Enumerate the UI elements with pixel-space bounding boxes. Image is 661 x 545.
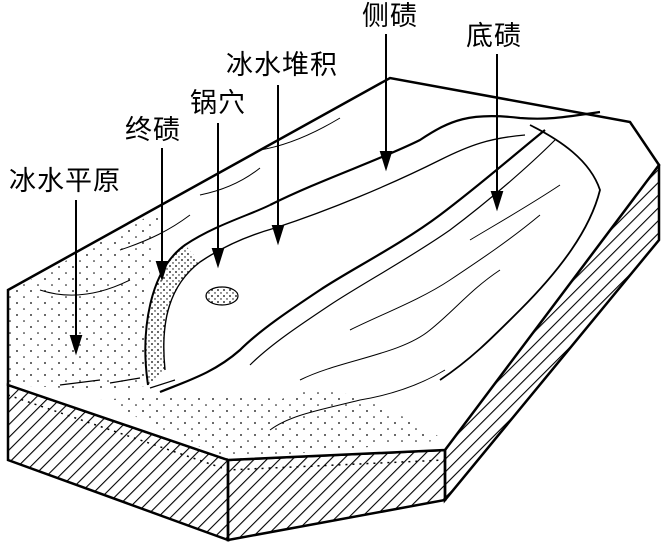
label-outwash-deposit: 冰水堆积 [226, 50, 338, 81]
ground-moraine-contour-1 [299, 269, 501, 381]
kettle-hole [205, 286, 239, 306]
upland-contour-4 [199, 167, 261, 196]
lateral-moraine-slope [274, 134, 526, 229]
section-top-band [7, 394, 446, 471]
label-lateral-moraine: 侧碛 [362, 1, 418, 32]
right-lateral-moraine [439, 124, 601, 381]
ground-moraine-contour-4 [469, 184, 561, 241]
ground-moraine-contour-3 [349, 214, 541, 331]
ground-moraine-contour-2 [269, 369, 446, 431]
upland-contour-1 [39, 279, 131, 296]
end-moraine-stipple [145, 245, 200, 385]
label-outwash-plain: 冰水平原 [9, 166, 121, 197]
meltwater-channel [159, 129, 546, 394]
lower-plain-area [100, 390, 445, 460]
front-right-section [226, 448, 447, 542]
label-end-moraine: 终碛 [125, 115, 181, 146]
leader-lines [69, 34, 504, 356]
lateral-moraine-crest [269, 110, 601, 206]
meltwater-channel-bank [249, 139, 556, 366]
upland-contour-2 [119, 214, 191, 251]
outwash-fan-lines [59, 377, 176, 389]
label-kettle: 锅穴 [190, 88, 246, 119]
outwash-plain-area [8, 210, 160, 389]
label-ground-moraine: 底碛 [466, 21, 522, 52]
upland-contour-3 [259, 117, 341, 151]
